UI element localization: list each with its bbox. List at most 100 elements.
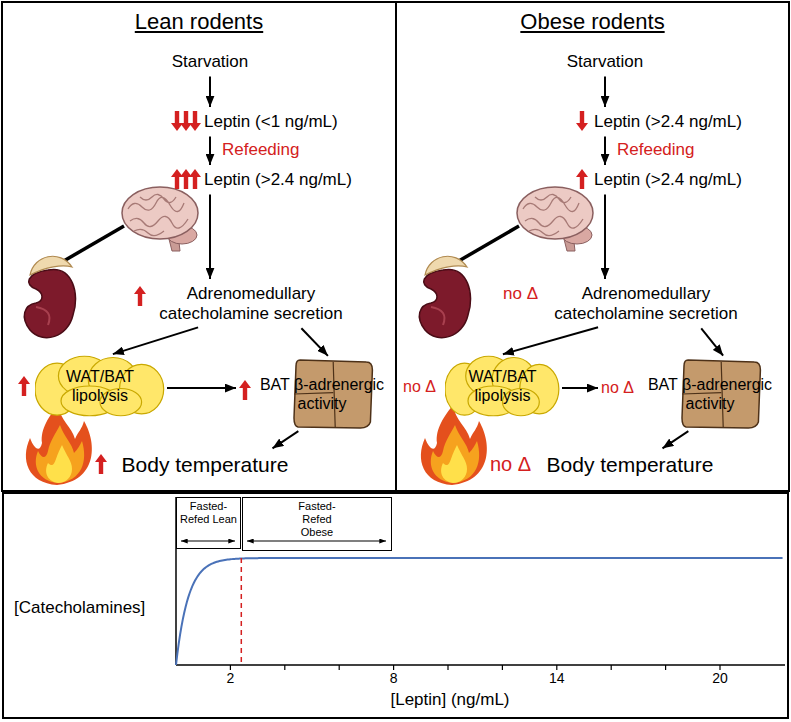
flow-step: Body temperature <box>110 450 300 479</box>
flow-arrow <box>301 328 328 356</box>
panel-title: Obese rodents <box>399 5 786 35</box>
x-axis <box>176 664 785 666</box>
threshold-line <box>241 558 243 665</box>
flow-arrow <box>604 76 606 107</box>
adipose-tissue: WAT/BAT lipolysis <box>35 355 165 417</box>
brown-fat: BAT β-adrenergic activity <box>640 358 780 430</box>
tick-label: 8 <box>390 670 398 687</box>
range-box: Fasted-Refed Lean <box>176 497 241 549</box>
increase-arrow <box>189 169 201 189</box>
catecholamine-curve <box>176 558 783 665</box>
y-axis-title: [Catecholamines] <box>14 598 145 618</box>
flow-step: Starvation <box>555 50 655 74</box>
brown-fat-outline <box>294 360 372 428</box>
node-text: Adrenomedullary catecholamine secretion <box>150 284 352 325</box>
adipose-tissue: WAT/BAT lipolysis <box>445 355 560 417</box>
node-text: Fasted-Refed Obese <box>288 500 346 540</box>
tick-mark <box>719 665 720 670</box>
tick-mark <box>447 665 448 670</box>
flow-step: Body temperature <box>535 450 725 479</box>
x-axis-ticks <box>230 665 720 670</box>
decrease-arrow <box>180 111 192 131</box>
edge-label: Refeeding <box>615 140 697 160</box>
no-change-marker: no Δ <box>403 377 436 396</box>
tick-mark <box>611 665 612 670</box>
decrease-arrow <box>171 111 183 131</box>
tick-mark <box>230 665 231 670</box>
brown-fat-lobes <box>682 362 723 427</box>
flow-step: Adrenomedullary catecholamine secretion <box>148 282 354 327</box>
range-box: Fasted-Refed Obese <box>242 497 392 551</box>
fire <box>26 405 92 485</box>
flow-arrow <box>113 327 198 354</box>
range-arrow <box>181 540 235 541</box>
panel-title: Lean rodents <box>5 5 393 35</box>
nerve-line <box>62 226 124 262</box>
node-text: BAT β-adrenergic activity <box>254 375 390 413</box>
node-text: Leptin (>2.4 ng/mL) <box>594 170 766 190</box>
x-axis-title: [Leptin] (ng/mL) <box>390 690 509 710</box>
increase-arrow <box>18 376 30 396</box>
flow-step: Leptin (>2.4 ng/mL) <box>590 168 768 192</box>
increase-arrow <box>576 169 588 189</box>
tick-label: 2 <box>226 670 234 687</box>
node-text: Leptin (>2.4 ng/mL) <box>594 112 766 132</box>
flow-arrow <box>209 136 211 165</box>
tick-label: 20 <box>712 670 728 687</box>
fire <box>421 405 487 485</box>
flow-step: Leptin (<1 ng/mL) <box>200 110 378 134</box>
decrease-arrow <box>189 111 201 131</box>
tick-mark <box>339 665 340 670</box>
flow-arrow <box>604 194 606 279</box>
flow-step: Starvation <box>160 50 260 74</box>
chart-panel <box>3 493 788 718</box>
node-text: BAT β-adrenergic activity <box>642 375 778 413</box>
panel: Obese rodentsStarvationLeptin (>2.4 ng/m… <box>397 3 788 490</box>
panel: Lean rodentsStarvationLeptin (<1 ng/mL) L… <box>3 3 395 490</box>
tick-mark <box>284 665 285 670</box>
flow-arrow <box>503 327 598 354</box>
node-text: WAT/BAT lipolysis <box>447 367 558 405</box>
brown-fat: BAT β-adrenergic activity <box>252 358 392 430</box>
flow-arrow <box>604 136 606 165</box>
tick-mark <box>556 665 557 670</box>
flow-arrow <box>209 76 211 107</box>
node-text: Fasted-Refed Lean <box>180 500 238 526</box>
brain <box>122 187 198 251</box>
flow-step: Adrenomedullary catecholamine secretion <box>543 282 749 327</box>
flow-arrow <box>701 328 723 355</box>
fat-cells <box>445 355 560 417</box>
decrease-arrow <box>576 111 588 131</box>
node-text: Starvation <box>162 52 258 72</box>
fat-cells <box>35 355 165 417</box>
node-text: Body temperature <box>537 452 723 477</box>
increase-arrow <box>95 454 107 474</box>
flow-step: Leptin (>2.4 ng/mL) <box>590 110 768 134</box>
node-text: Body temperature <box>112 452 298 477</box>
increase-arrow <box>171 169 183 189</box>
nerve-line <box>457 226 519 262</box>
tick-mark <box>665 665 666 670</box>
tick-mark <box>393 665 394 670</box>
range-arrow <box>247 540 386 541</box>
increase-arrow <box>180 169 192 189</box>
flow-step: Leptin (>2.4 ng/mL) <box>200 168 378 192</box>
node-text: Adrenomedullary catecholamine secretion <box>545 284 747 325</box>
edge-label: Refeeding <box>220 140 302 160</box>
flow-arrow <box>562 387 598 389</box>
no-change-marker: no Δ <box>601 378 634 397</box>
kidney-adrenal <box>419 256 470 337</box>
node-text: Leptin (>2.4 ng/mL) <box>204 170 376 190</box>
tick-mark <box>502 665 503 670</box>
node-text: WAT/BAT lipolysis <box>37 367 163 405</box>
kidney-adrenal <box>24 256 75 337</box>
tick-label: 14 <box>549 670 565 687</box>
node-text: Leptin (<1 ng/mL) <box>204 112 376 132</box>
brown-fat-outline <box>682 360 760 428</box>
node-text: Starvation <box>557 52 653 72</box>
flow-arrow <box>209 194 211 279</box>
no-change-marker: no Δ <box>503 284 538 304</box>
brain <box>517 187 593 251</box>
no-change-marker: no Δ <box>490 452 531 476</box>
